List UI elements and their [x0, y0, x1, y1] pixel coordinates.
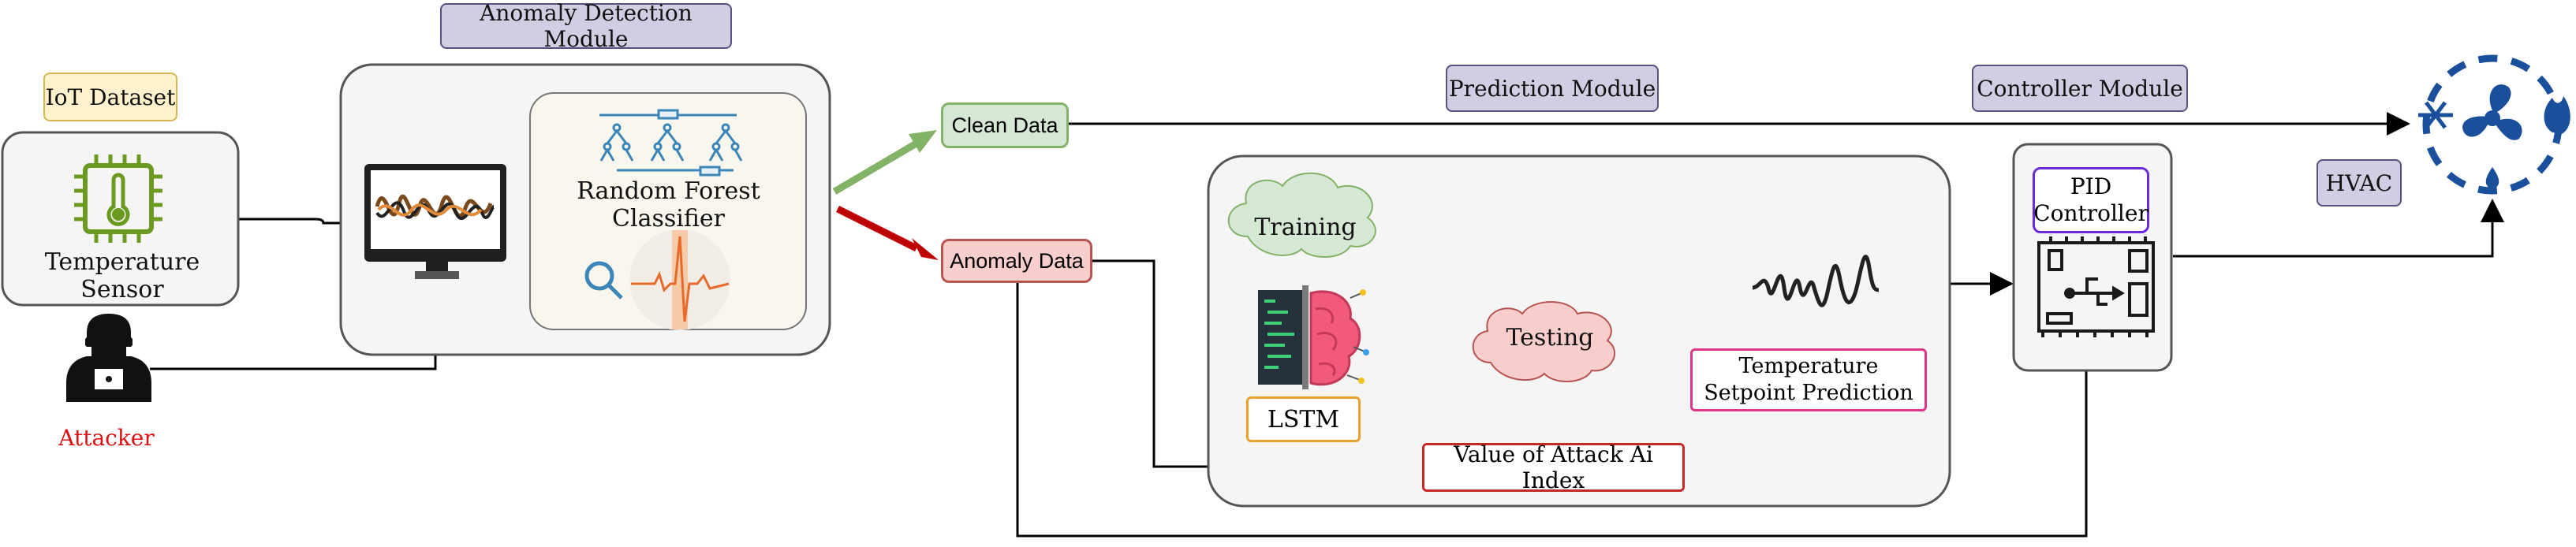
clean-data-branch-arrowhead [909, 130, 937, 153]
attack-ai-index-node: Value of Attack Ai Index [1422, 441, 1685, 493]
anomaly-data-branch-arrow [835, 205, 919, 252]
anomaly-data-node: Anomaly Data [941, 239, 1092, 283]
controller-module-tag: Controller Module [1972, 65, 2188, 112]
ai-brain-icon [1258, 285, 1369, 389]
iot-dataset-tag: IoT Dataset [43, 73, 177, 121]
clean-data-branch-arrow [832, 141, 917, 195]
attacker-label: Attacker [58, 424, 155, 451]
signal-monitor-icon [364, 164, 506, 279]
anomaly-data-branch-arrowhead [912, 238, 939, 260]
hvac-fan-icon [2418, 54, 2570, 195]
prediction-module-tag: Prediction Module [1446, 65, 1659, 112]
circuit-board-icon [2037, 236, 2155, 337]
controller-to-hvac-arrow [2173, 199, 2504, 258]
decision-tree-icon [599, 109, 743, 177]
hacker-icon [66, 314, 151, 402]
temperature-chip-icon [74, 154, 162, 243]
training-cloud [1227, 172, 1376, 259]
waveform-icon [1752, 255, 1880, 307]
hvac-tag: HVAC [2317, 159, 2402, 207]
testing-label: Testing [1506, 323, 1594, 352]
pid-controller-node: PID Controller [2033, 167, 2149, 233]
anomaly-to-controller-arrow [1016, 276, 2098, 538]
testing-cloud [1472, 301, 1616, 383]
magnifier-icon [584, 261, 623, 300]
random-forest-classifier-label: Random Forest Classifier [577, 177, 760, 233]
temperature-setpoint-prediction-node: Temperature Setpoint Prediction [1690, 348, 1927, 411]
training-label: Training [1254, 213, 1357, 241]
temperature-sensor-label: Temperature Sensor [44, 248, 200, 303]
clean-data-node: Clean Data [941, 102, 1069, 148]
lstm-node: LSTM [1246, 396, 1361, 442]
sensor-to-monitor-arrow [238, 211, 364, 235]
anomaly-detection-module-tag: Anomaly Detection Module [440, 0, 732, 52]
ecg-signal-icon [629, 229, 730, 330]
